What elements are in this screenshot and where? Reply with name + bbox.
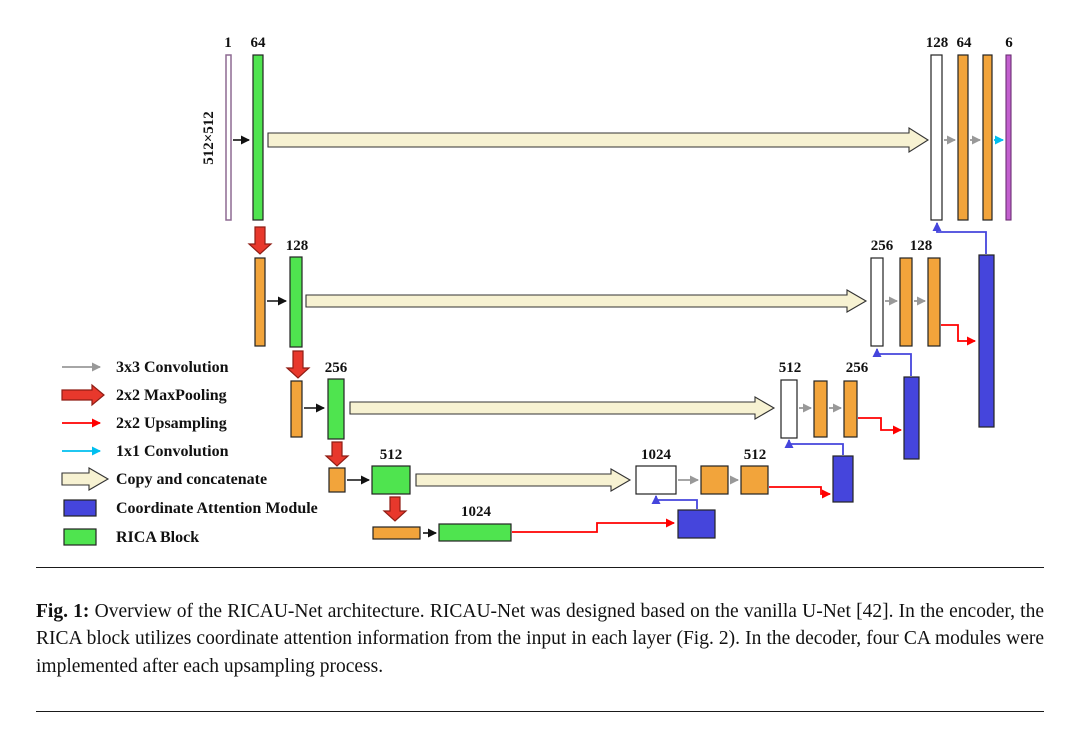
- feature-bar: [700, 465, 729, 495]
- legend-label: 2x2 MaxPooling: [116, 387, 227, 404]
- legend-label: 1x1 Convolution: [116, 443, 229, 460]
- ca-module-3: [832, 455, 854, 503]
- decoder-level-3: 512 256: [779, 360, 869, 439]
- input-image-bar: [225, 54, 232, 221]
- encoder-level-2: 128: [254, 238, 309, 348]
- copy-concat-arrow-l3: [349, 396, 776, 420]
- copy-concat-arrow-l2: [305, 289, 868, 313]
- concat-feature-bar-l2: [870, 257, 884, 347]
- channel-label: 512: [744, 447, 767, 463]
- channel-label: 256: [871, 238, 894, 254]
- channel-label: 128: [926, 35, 949, 51]
- channel-label: 1: [224, 35, 232, 51]
- encoder-level-1: 1 64 512×512: [201, 35, 267, 221]
- encoder-level-3: 256: [290, 360, 348, 440]
- legend: 3x3 Convolution 2x2 MaxPooling 2x2 Upsam…: [61, 359, 318, 546]
- cream-block-arrow-icon: [61, 467, 110, 491]
- ca-output-path-1: [932, 222, 987, 254]
- channel-label: 64: [957, 35, 973, 51]
- maxpool-arrow-3: [324, 441, 350, 467]
- channel-label: 6: [1005, 35, 1013, 51]
- concat-feature-bar-l1: [930, 54, 943, 221]
- rica-block-l1: [252, 54, 264, 221]
- output-segmentation-bar: [1005, 54, 1012, 221]
- ca-output-path-2: [872, 348, 912, 376]
- ca-module-1: [978, 254, 995, 428]
- caption-divider-bottom: [36, 711, 1044, 712]
- decoder-level-2: 256 128: [870, 238, 941, 347]
- feature-bar: [328, 467, 346, 493]
- channel-label: 64: [251, 35, 267, 51]
- caption-divider-top: [36, 567, 1044, 568]
- feature-bar: [372, 526, 421, 540]
- upsample-path-1: [941, 324, 976, 346]
- concat-feature-bar-l3: [780, 379, 798, 439]
- feature-bar: [254, 257, 266, 347]
- maxpool-arrow-1: [247, 226, 273, 255]
- unet-architecture-diagram: 1 64 512×512 128 64 6 128: [61, 35, 1013, 546]
- rica-block-l5: [438, 523, 512, 542]
- copy-concat-arrow-l1: [267, 127, 930, 153]
- channel-label: 256: [325, 360, 348, 376]
- channel-label: 1024: [461, 504, 492, 520]
- input-size-label: 512×512: [201, 111, 217, 165]
- feature-bar: [957, 54, 969, 221]
- feature-bar: [843, 380, 858, 438]
- channel-label: 512: [779, 360, 802, 376]
- caption-text: Overview of the RICAU-Net architecture. …: [36, 600, 1044, 677]
- feature-bar: [899, 257, 913, 347]
- figure-caption: Fig. 1: Overview of the RICAU-Net archit…: [36, 598, 1044, 681]
- copy-concat-arrow-l4: [415, 468, 632, 492]
- green-rect-icon: [63, 528, 97, 546]
- feature-bar: [740, 465, 769, 495]
- ca-module-4: [677, 509, 716, 539]
- legend-label: 2x2 Upsampling: [116, 415, 227, 432]
- upsample-path-2: [858, 417, 902, 435]
- ca-output-path-4: [651, 495, 698, 509]
- legend-label: RICA Block: [116, 529, 199, 546]
- bottleneck-level-5: 1024: [372, 504, 512, 542]
- channel-label: 256: [846, 360, 869, 376]
- decoder-level-1: 128 64 6: [926, 35, 1013, 221]
- decoder-level-4: 1024 512: [635, 447, 769, 495]
- legend-label: Copy and concatenate: [116, 471, 267, 488]
- caption-label: Fig. 1:: [36, 600, 90, 622]
- red-block-arrow-icon: [61, 383, 105, 407]
- channel-label: 128: [910, 238, 933, 254]
- feature-bar: [982, 54, 993, 221]
- channel-label: 128: [286, 238, 309, 254]
- channel-label: 1024: [641, 447, 672, 463]
- ca-module-2: [903, 376, 920, 460]
- rica-block-l2: [289, 256, 303, 348]
- feature-bar: [813, 380, 828, 438]
- concat-feature-bar-l4: [635, 465, 677, 495]
- rica-block-l3: [327, 378, 345, 440]
- maxpool-arrow-2: [285, 350, 311, 379]
- blue-rect-icon: [63, 499, 97, 517]
- encoder-level-4: 512: [328, 447, 411, 495]
- ca-output-path-3: [784, 439, 844, 455]
- channel-label: 512: [380, 447, 403, 463]
- maxpool-arrow-4: [382, 496, 408, 522]
- feature-bar: [290, 380, 303, 438]
- feature-bar: [927, 257, 941, 347]
- upsample-path-3: [769, 486, 831, 499]
- rica-block-l4: [371, 465, 411, 495]
- upsample-path-4: [512, 518, 675, 533]
- legend-label: 3x3 Convolution: [116, 359, 229, 376]
- legend-label: Coordinate Attention Module: [116, 500, 318, 517]
